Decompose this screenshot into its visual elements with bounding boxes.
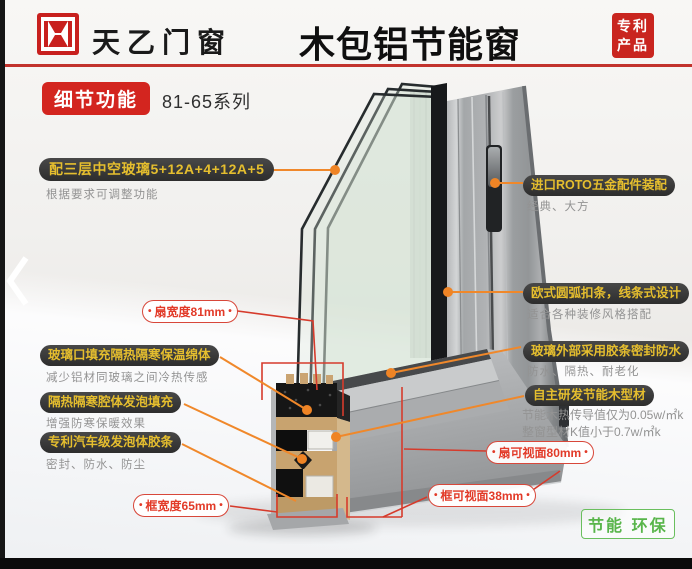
section-badge: 细节功能 (42, 82, 151, 115)
header-divider (5, 64, 692, 67)
measure-frame-face: •框可视面38mm• (428, 484, 536, 507)
annotation-cavity-foam-sub: 增强防寒保暖效果 (46, 418, 146, 430)
dot-icon: • (492, 446, 496, 458)
brand-name: 天乙门窗 (92, 26, 233, 59)
annotation-gasket-seal: 玻璃外部采用胶条密封防水 (523, 341, 690, 362)
annotation-wood-profile-sub2: 整窗型材K值小于0.7w/㎡k (522, 425, 661, 439)
brand-logo-icon (37, 13, 79, 55)
annotation-glass-config: 配三层中空玻璃5+12A+4+12A+5 (39, 158, 275, 181)
annotation-wood-profile-sub1: 节能木热传导值仅为0.05w/㎡k (522, 408, 684, 422)
eco-badge: 节能 环保 (581, 509, 675, 539)
dot-icon: • (219, 499, 223, 511)
dot-icon: • (228, 305, 232, 317)
annotation-wood-profile: 自主研发节能木型材 (525, 385, 654, 406)
annotation-foam-strip: 专利汽车级发泡体胶条 (40, 432, 182, 453)
annotation-glass-filling-sub: 减少铝材同玻璃之间冷热传感 (46, 372, 209, 384)
annotation-bead-design: 欧式圆弧扣条，线条式设计 (523, 283, 690, 304)
annotation-bead-design-sub: 适合各种装修风格搭配 (527, 309, 652, 321)
annotation-gasket-seal-sub: 防水、隔热、耐老化 (527, 366, 640, 378)
dot-icon: • (526, 489, 530, 501)
annotation-hardware-sub: 经典、大方 (527, 201, 590, 213)
annotation-glass-config-sub: 根据要求可调整功能 (46, 189, 159, 201)
annotation-foam-strip-sub: 密封、防水、防尘 (46, 459, 146, 471)
measure-frame-width: •框宽度65mm• (133, 494, 229, 517)
page-title: 木包铝节能窗 (299, 24, 522, 65)
dot-icon: • (434, 489, 438, 501)
patent-product-seal: 专利 产品 (612, 13, 654, 58)
series-label: 81-65系列 (162, 92, 252, 112)
measure-sash-face: •扇可视面80mm• (486, 441, 594, 464)
patent-seal-line2: 产品 (617, 37, 649, 53)
photo-edge-left (0, 0, 5, 569)
annotation-hardware: 进口ROTO五金配件装配 (523, 175, 675, 196)
dot-icon: • (148, 305, 152, 317)
dot-icon: • (584, 446, 588, 458)
dot-icon: • (139, 499, 143, 511)
carousel-prev-icon[interactable] (6, 256, 29, 306)
measure-sash-width: •扇宽度81mm• (142, 300, 238, 323)
annotation-glass-filling: 玻璃口填充隔热隔寒保温绵体 (40, 345, 219, 366)
annotation-cavity-foam: 隔热隔寒腔体发泡填充 (40, 392, 182, 413)
patent-seal-line1: 专利 (617, 18, 649, 34)
photo-edge-bottom (0, 558, 692, 569)
